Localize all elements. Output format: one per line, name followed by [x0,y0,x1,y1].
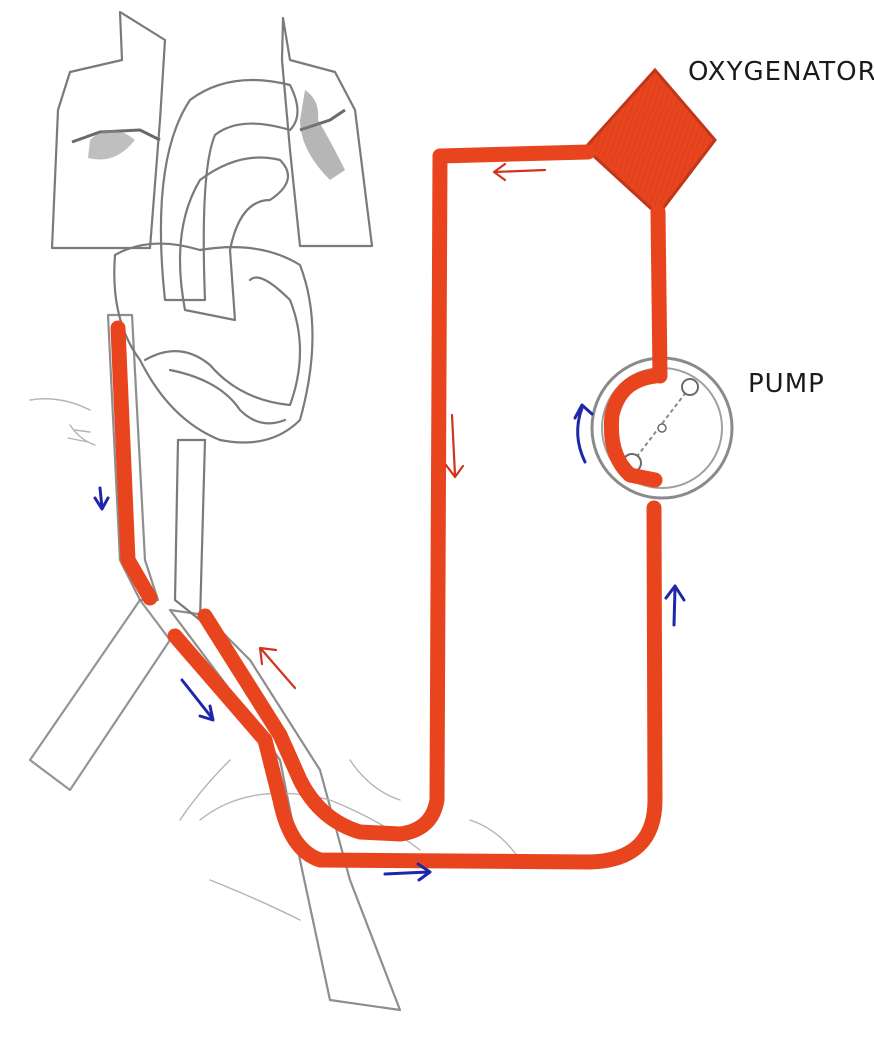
pump-rotation-arrow-icon [575,405,592,462]
iliac-left [30,600,170,790]
arrow-left-top-icon [494,164,545,180]
pump: PUMP [575,358,825,498]
heart [114,80,312,443]
arrow-up-pump-return-icon [666,586,684,625]
pump-label: PUMP [748,369,825,399]
aortic-arch [161,80,298,300]
ventricle-outline [145,278,300,406]
pump-roller-top [682,379,698,395]
arrow-down-venacava-icon [95,488,108,509]
oxygenator-shading [585,70,715,215]
right-lung [282,18,372,246]
right-hilum [300,90,345,180]
pulmonary-artery [180,158,288,321]
pump-hub [658,424,666,432]
circuit-tubing [118,152,660,862]
oxygenator-label: OXYGENATOR [688,57,874,87]
oxygenator: OXYGENATOR [585,57,874,215]
arrow-down-femoral-icon [182,680,213,720]
ventricle-inner [170,370,285,423]
hand-sketch [30,399,95,445]
pelvis-sketch [180,760,520,920]
arrow-down-return-icon [446,415,463,477]
descending-aorta [175,440,205,620]
flow-arrows [95,164,684,880]
left-lung [52,12,165,248]
lungs [52,12,372,248]
vessels [30,315,520,1010]
heart-body [114,244,312,443]
oxygenator-inflow-tube [658,212,660,376]
